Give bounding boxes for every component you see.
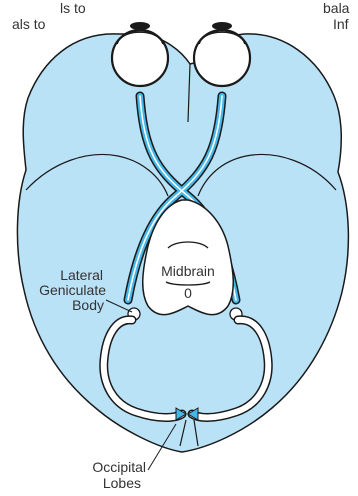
label-geniculate: Geniculate	[39, 282, 106, 298]
label-lateral: Lateral	[60, 267, 103, 283]
label-midbrain-mark: 0	[184, 285, 192, 301]
left-eye	[112, 22, 168, 86]
right-eye	[194, 22, 250, 86]
label-occipital: Occipital	[92, 459, 146, 475]
label-body: Body	[72, 297, 104, 313]
label-lobes: Lobes	[103, 475, 141, 491]
label-midbrain: Midbrain	[161, 263, 215, 279]
